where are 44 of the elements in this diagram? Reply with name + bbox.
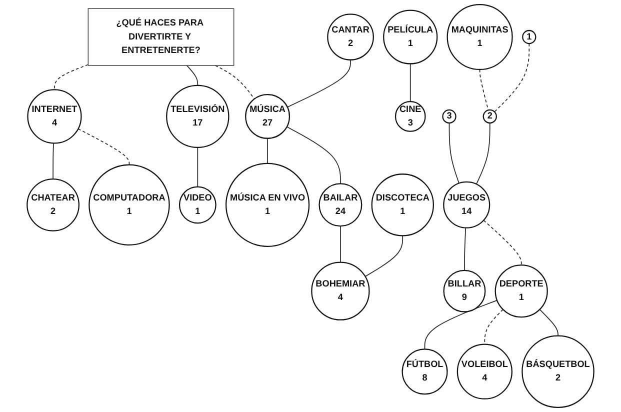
connector [267, 138, 268, 164]
connector [52, 142, 54, 180]
node-circle: CINE 3 [394, 101, 426, 132]
node-circle: BILLAR 9 [443, 270, 486, 312]
node-circle: 2 [482, 109, 497, 124]
node-circle: DEPORTE 1 [494, 264, 548, 318]
connector [483, 220, 522, 266]
connector [364, 235, 404, 277]
node-box: ¿QUÉ HACES PARA DIVERTIRTE Y ENTRETENERTE? [88, 8, 234, 66]
connector [286, 126, 341, 184]
connector [214, 65, 255, 100]
node-circle: COMPUTADORA 1 [88, 164, 170, 246]
node-circle: INTERNET 4 [27, 89, 82, 144]
connector [54, 64, 89, 90]
connector [484, 309, 504, 345]
connector [78, 128, 130, 166]
connector [464, 227, 466, 271]
node-circle: MAQUINITAS 1 [446, 4, 513, 70]
connector [448, 122, 460, 184]
node-circle: TELEVISIÓN 17 [166, 84, 230, 148]
connector [410, 63, 411, 102]
node-circle: CHATEAR 2 [26, 178, 80, 232]
node-circle: MÚSICA EN VIVO 1 [225, 162, 310, 247]
node-circle: BOHEMIAR 4 [311, 262, 370, 320]
node-circle: MÚSICA 27 [245, 94, 290, 139]
connector [424, 300, 498, 350]
node-circle: JUEGOS 14 [443, 181, 490, 228]
node-circle: 1 [522, 30, 536, 44]
connector [286, 59, 351, 108]
connector [340, 226, 341, 263]
node-circle: CANTAR 2 [327, 14, 374, 60]
node-circle: 3 [442, 109, 456, 124]
node-circle: VOLEIBOL 4 [456, 344, 512, 400]
node-circle: FÚTBOL 8 [402, 348, 448, 395]
connector [186, 65, 198, 86]
connector [494, 43, 530, 112]
node-circle: PELÍCULA 1 [383, 10, 438, 64]
connector [539, 309, 558, 336]
node-circle: DISCOTECA 1 [371, 174, 434, 236]
connector [476, 122, 490, 185]
node-circle: BAILAR 24 [318, 183, 362, 227]
node-circle: BÁSQUETBOL 2 [522, 335, 594, 408]
connector [197, 147, 198, 188]
node-circle: VIDEO 1 [178, 186, 216, 224]
